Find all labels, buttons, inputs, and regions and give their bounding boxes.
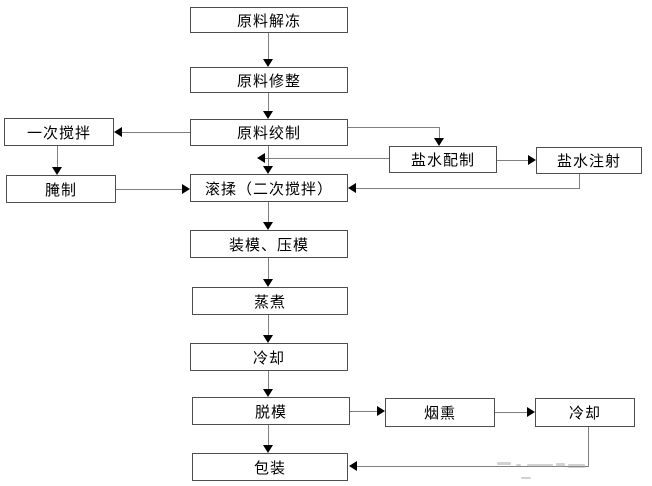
edge-smoke-cool2-arrowhead-icon [527,407,535,417]
edge-mold-cook-arrowhead-icon [263,279,273,287]
edge-brineinject-tumble-arrowhead-icon [348,183,356,193]
node-smoke-label: 烟熏 [423,405,456,422]
edge-cook-cool1-arrowhead-icon [263,335,273,343]
edge-cool1-demold-arrowhead-icon [263,389,273,397]
node-mold: 装模、压模 [190,230,348,258]
node-thaw: 原料解冻 [190,7,348,33]
node-pack: 包装 [192,453,348,481]
node-brine-prep: 盐水配制 [389,146,497,173]
node-grind: 原料绞制 [190,119,348,146]
node-mix1: 一次搅拌 [4,118,114,146]
edge-brineprep-brineinject-line [497,160,528,161]
node-thaw-label: 原料解冻 [236,12,301,30]
node-cool2: 冷却 [535,398,635,427]
edge-tumble-mold-arrowhead-icon [263,222,273,230]
edge-brineprep-tumble-arrowhead-icon [257,153,265,163]
edge-brineinject-tumble-line-h [356,188,580,189]
node-cool2-label: 冷却 [568,405,601,422]
edge-cool1-demold-line [268,371,269,390]
edge-thaw-trim-line [268,33,269,60]
edge-mix1-cure-arrowhead-icon [52,167,62,175]
node-pack-label: 包装 [253,459,286,477]
edge-grind-mix1-line [122,132,190,133]
node-demold: 脱模 [192,397,350,425]
edge-demold-smoke-line [350,411,378,412]
node-cook: 蒸煮 [192,287,348,315]
edge-cook-cool1-line [268,315,269,336]
node-cure: 腌制 [6,175,116,203]
node-cool1: 冷却 [190,343,348,371]
edge-grind-brineprep-line-h [348,127,440,128]
edge-tumble-mold-line [268,202,269,223]
node-grind-label: 原料绞制 [236,125,301,142]
edge-cool2-pack-line-v [588,427,589,466]
node-trim-label: 原料修整 [236,72,301,90]
edge-trim-grind-arrowhead-icon [263,111,273,119]
node-brine-inject-label: 盐水注射 [556,153,621,170]
edge-mix1-cure-line [57,146,58,168]
node-brine-prep-label: 盐水配制 [410,152,475,169]
node-smoke: 烟熏 [385,398,495,427]
edge-grind-brineprep-line-v [439,127,440,139]
node-tumble: 滚揉（二次搅拌） [190,174,348,202]
edge-thaw-trim-arrowhead-icon [263,59,273,67]
edge-trim-grind-line [268,93,269,112]
edge-grind-mix1-arrowhead-icon [114,127,122,137]
edge-brineprep-tumble-line [265,158,389,159]
node-cook-label: 蒸煮 [253,293,286,311]
edge-grind-tumble-line [268,146,269,167]
node-cure-label: 腌制 [44,181,77,199]
node-brine-inject: 盐水注射 [536,147,642,174]
edge-cool2-pack-line-h [357,466,589,467]
edge-demold-pack-line [268,425,269,446]
edge-mold-cook-line [268,258,269,280]
edge-brineinject-tumble-line-v [579,174,580,189]
node-tumble-label: 滚揉（二次搅拌） [204,180,333,198]
node-cool1-label: 冷却 [252,349,285,367]
edge-cure-tumble-arrowhead-icon [182,184,190,194]
edge-grind-brineprep-arrowhead-icon [434,138,444,146]
edge-demold-pack-arrowhead-icon [263,445,273,453]
node-demold-label: 脱模 [254,403,287,421]
edge-brineprep-brineinject-arrowhead-icon [528,155,536,165]
edge-cool2-pack-arrowhead-icon [349,461,357,471]
node-trim: 原料修整 [190,67,348,93]
edge-grind-tumble-arrowhead-icon [263,166,273,174]
edge-smoke-cool2-line [495,412,527,413]
node-mold-label: 装模、压模 [228,236,309,254]
edge-demold-smoke-arrowhead-icon [377,406,385,416]
edge-cure-tumble-line [116,189,183,190]
node-mix1-label: 一次搅拌 [26,124,91,142]
